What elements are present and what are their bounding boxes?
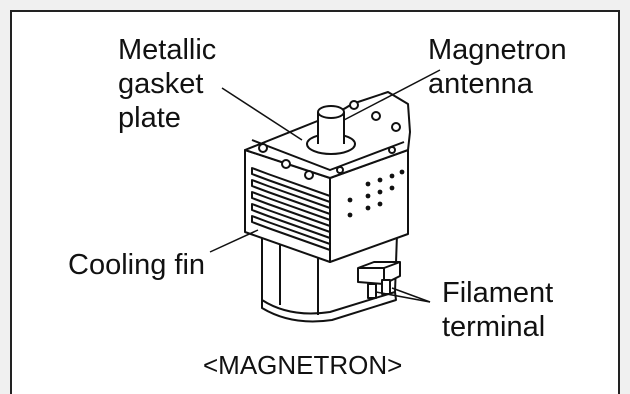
gasket-label-line-3: plate — [118, 102, 181, 134]
antenna-label: Magnetron antenna — [428, 33, 567, 101]
filament-leader-1 — [391, 287, 431, 303]
filament-terminal — [357, 261, 401, 299]
gasket-label-line-2: gasket — [118, 68, 204, 100]
antenna-leader — [343, 69, 441, 121]
gasket-label-line-1: Metallic — [118, 34, 217, 66]
cooling-fins — [251, 167, 331, 251]
gasket-leader — [221, 87, 303, 141]
filament-label: Filament terminal — [442, 276, 553, 344]
cooling-fin-leader — [209, 229, 259, 253]
antenna-label-line-1: Magnetron — [428, 34, 567, 66]
diagram-caption: <MAGNETRON> — [203, 350, 403, 380]
filament-label-line-2: terminal — [442, 311, 546, 343]
cooling-fin-label: Cooling fin — [68, 249, 206, 281]
antenna-top — [317, 105, 345, 119]
filament-label-line-1: Filament — [442, 277, 554, 309]
filament-leader-2 — [375, 291, 431, 303]
antenna-label-line-2: antenna — [428, 68, 533, 100]
gasket-label: Metallic gasket plate — [118, 33, 216, 135]
